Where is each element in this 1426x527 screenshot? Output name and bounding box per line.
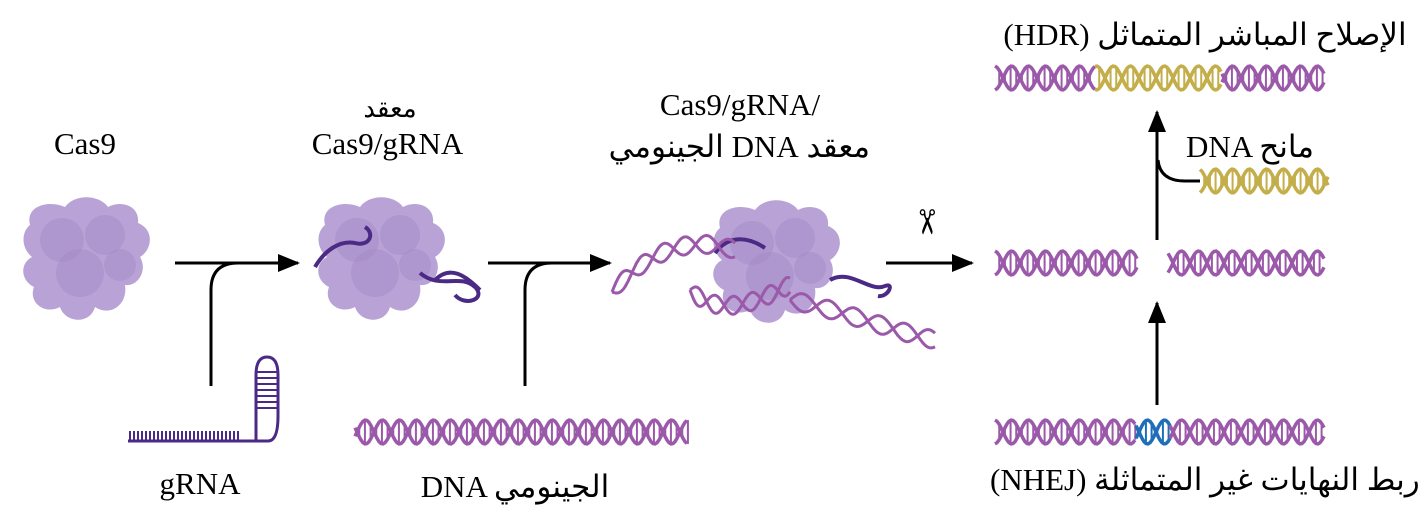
donor-dna-helix — [1198, 167, 1330, 195]
label-genomic-dna: DNA الجينومي — [420, 469, 610, 504]
label-grna: gRNA — [159, 466, 241, 501]
arrow-complex-to-target — [488, 254, 612, 386]
label-nhej: (NHEJ) ربط النهايات غير المتماثلة — [990, 462, 1420, 497]
label-hdr: (HDR) الإصلاح المباشر المتماثل — [1003, 17, 1407, 52]
cas9-protein — [23, 197, 150, 320]
nhej-repaired-dna — [994, 418, 1326, 446]
cut-dna-left — [994, 249, 1139, 277]
label-complex-en: Cas9/gRNA — [311, 126, 464, 161]
arrow-cas9-to-complex — [175, 254, 300, 386]
dna-strand — [994, 249, 1139, 277]
dna-strand — [788, 298, 937, 344]
cas9-grna-complex — [313, 197, 482, 320]
dna-strand — [788, 292, 936, 350]
dna-strand — [611, 235, 737, 295]
arrow-to-hdr — [1148, 110, 1200, 240]
label-complex-ar: معقد — [363, 94, 417, 123]
cas9-target-dna-complex — [713, 200, 892, 323]
dna-strand — [1220, 64, 1326, 92]
dna-strand — [1134, 418, 1172, 446]
dna-strand — [610, 233, 736, 293]
dna-strand — [353, 418, 689, 446]
dna-strand — [1094, 64, 1223, 92]
cut-dna-right — [1166, 249, 1326, 277]
complex-genomic-dna — [610, 233, 937, 350]
grna-molecule — [128, 355, 280, 443]
dna-strand — [1220, 64, 1326, 92]
genomic-dna-helix — [353, 418, 689, 446]
dna-strand — [1094, 64, 1223, 92]
dna-strand — [994, 249, 1139, 277]
dna-strand — [689, 284, 792, 315]
label-target-complex-line2: معقد DNA الجينومي — [608, 129, 870, 164]
dna-strand — [353, 418, 689, 446]
label-cas9: Cas9 — [54, 126, 116, 161]
label-donor-dna: DNA مانح — [1186, 129, 1314, 164]
scissors-icon: ✂ — [906, 208, 946, 237]
label-target-complex-line1: Cas9/gRNA/ — [659, 87, 821, 122]
dna-strand — [1134, 418, 1172, 446]
hdr-repaired-dna — [994, 64, 1326, 92]
grna-hairpin — [254, 355, 280, 443]
